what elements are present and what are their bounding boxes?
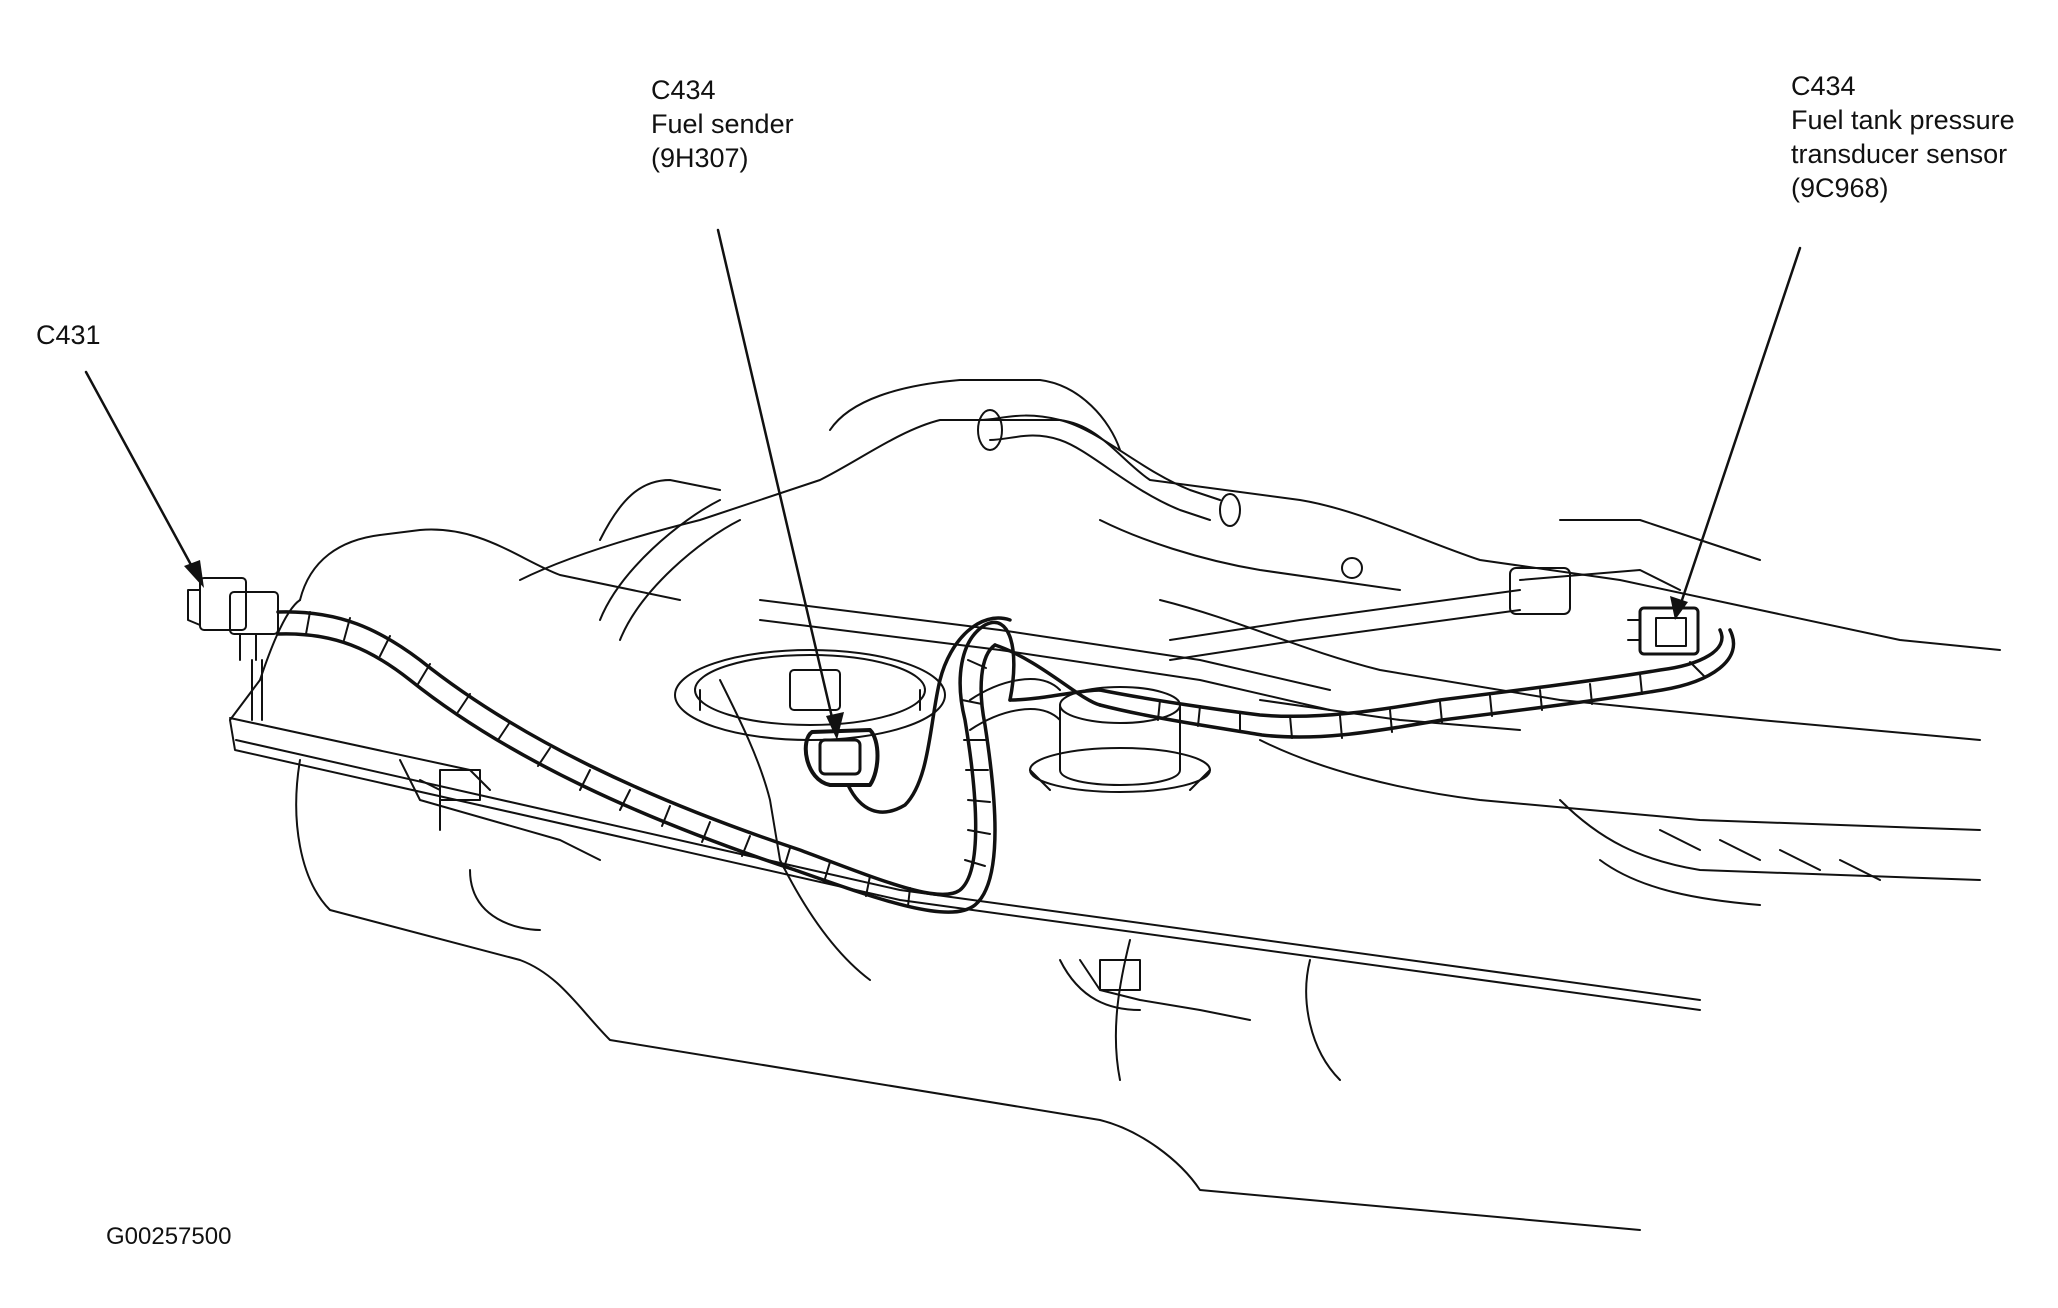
- c431-label: C431: [36, 318, 101, 352]
- tank-top-deck: [519, 379, 2001, 906]
- pressure-transducer-connector: [1627, 606, 1700, 656]
- fuel-sender-label: C434 Fuel sender (9H307): [651, 73, 794, 175]
- c431-connector: [187, 577, 279, 721]
- fuel-sender-name: Fuel sender: [651, 109, 794, 139]
- c431-code: C431: [36, 320, 101, 350]
- harness-ticks: [305, 611, 1705, 907]
- fuel-pump-flange: [674, 649, 946, 741]
- pressure-transducer-code: C434: [1791, 71, 1856, 101]
- evap-module: [969, 678, 1211, 793]
- leader-lines: [84, 228, 1802, 728]
- wiring-harness: [276, 610, 1736, 914]
- pressure-transducer-name-line1: Fuel tank pressure: [1791, 105, 2015, 135]
- fuel-sender-code: C434: [651, 75, 716, 105]
- pressure-transducer-name-line2: transducer sensor: [1791, 139, 2008, 169]
- pressure-transducer-label: C434 Fuel tank pressure transducer senso…: [1791, 69, 2015, 205]
- tank-straps: [229, 717, 1251, 1021]
- fuel-tank-body: [229, 528, 1701, 1231]
- figure-id: G00257500: [106, 1223, 232, 1250]
- vent-hoses: [599, 409, 1681, 731]
- fuel-sender-part: (9H307): [651, 143, 749, 173]
- pressure-transducer-part: (9C968): [1791, 173, 1889, 203]
- arrowheads: [184, 560, 1688, 740]
- fuel-sender-connector: [803, 728, 880, 787]
